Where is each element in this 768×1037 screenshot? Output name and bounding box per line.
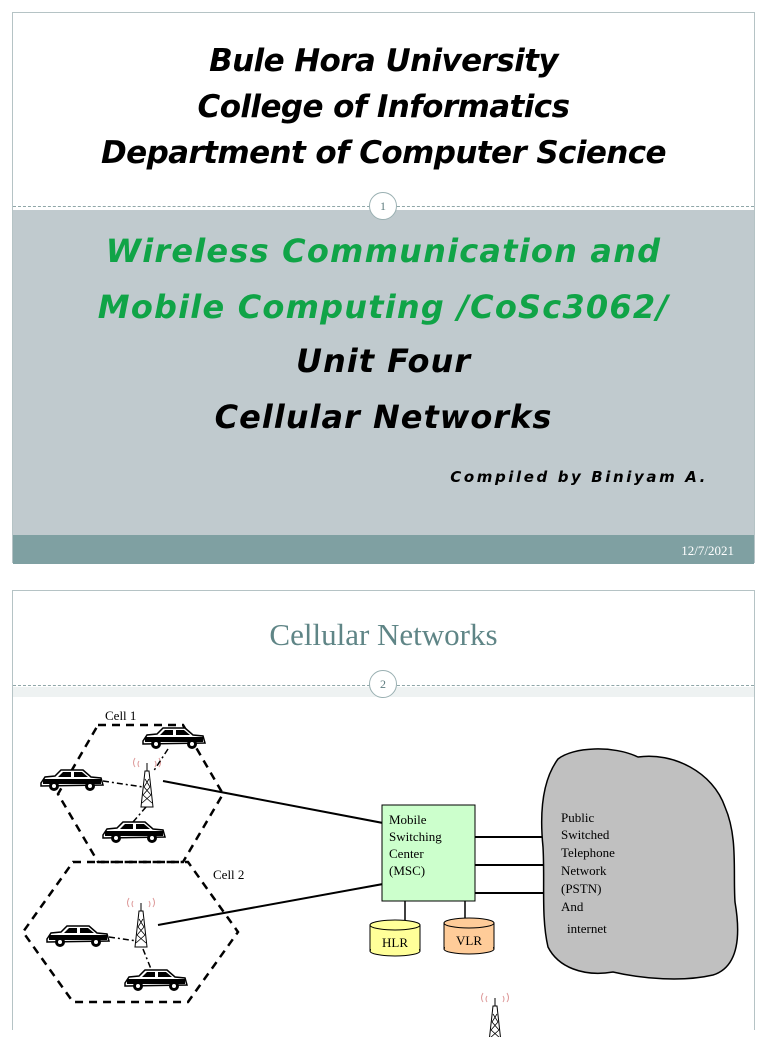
pstn-label-line: internet [567,921,607,936]
vlr-database-icon [443,917,495,955]
slide-number: 1 [369,192,397,220]
cell-1-hexagon [56,723,225,864]
msc-label-line: Mobile [389,812,427,827]
unit-title: Unit Four [295,342,472,380]
pstn-label-line: Public [561,810,594,825]
hlr-database-icon [369,919,421,957]
pstn-label-line: (PSTN) [561,881,601,896]
pstn-cloud [540,748,739,980]
course-title-line2: Mobile Computing /CoSc3062/ [97,288,670,326]
pstn-label-line: And [561,899,584,914]
car-icon [142,727,206,750]
hlr-label: HLR [382,935,408,950]
cellular-network-diagram: Cell 1 Cell 2 Mobile Switching Center (M… [21,708,739,1037]
course-title-line1: Wireless Communication and [105,232,662,270]
car-icon [46,925,110,948]
base-station-tower-icon [481,992,509,1037]
backhaul-link [157,883,384,926]
cell-2-hexagon [21,860,240,1004]
topic-title: Cellular Networks [214,398,553,436]
pstn-label-line: Telephone [561,845,615,860]
university-name: Bule Hora University [209,43,558,79]
slide-title-band: Wireless Communication and Mobile Comput… [13,210,754,535]
msc-label-line: Switching [389,829,442,844]
car-icon [102,821,166,844]
msc-label-line: Center [389,846,424,861]
pstn-label-line: Network [561,863,607,878]
title-slide: Bule Hora University College of Informat… [12,12,755,564]
cell-1-label: Cell 1 [105,708,136,723]
pstn-label-line: Switched [561,827,610,842]
slide-date: 12/7/2021 [681,543,734,558]
car-icon [40,769,104,792]
vlr-label: VLR [456,933,482,948]
slide-title: Cellular Networks [269,617,498,652]
slide-header: Bule Hora University College of Informat… [13,13,754,209]
slide-footer: 12/7/2021 [13,535,754,564]
author-credit: Compiled by Biniyam A. [450,468,708,486]
college-name: College of Informatics [197,89,570,125]
msc-box [381,804,476,902]
msc-label-line: (MSC) [389,863,425,878]
base-station-tower-icon [133,757,161,808]
base-station-tower-icon [127,897,155,948]
slide-number: 2 [369,670,397,698]
content-slide: Cellular Networks 2 C [12,590,755,1037]
department-name: Department of Computer Science [101,135,667,171]
cell-2-label: Cell 2 [213,867,244,882]
backhaul-link [162,780,384,824]
car-icon [124,969,188,992]
